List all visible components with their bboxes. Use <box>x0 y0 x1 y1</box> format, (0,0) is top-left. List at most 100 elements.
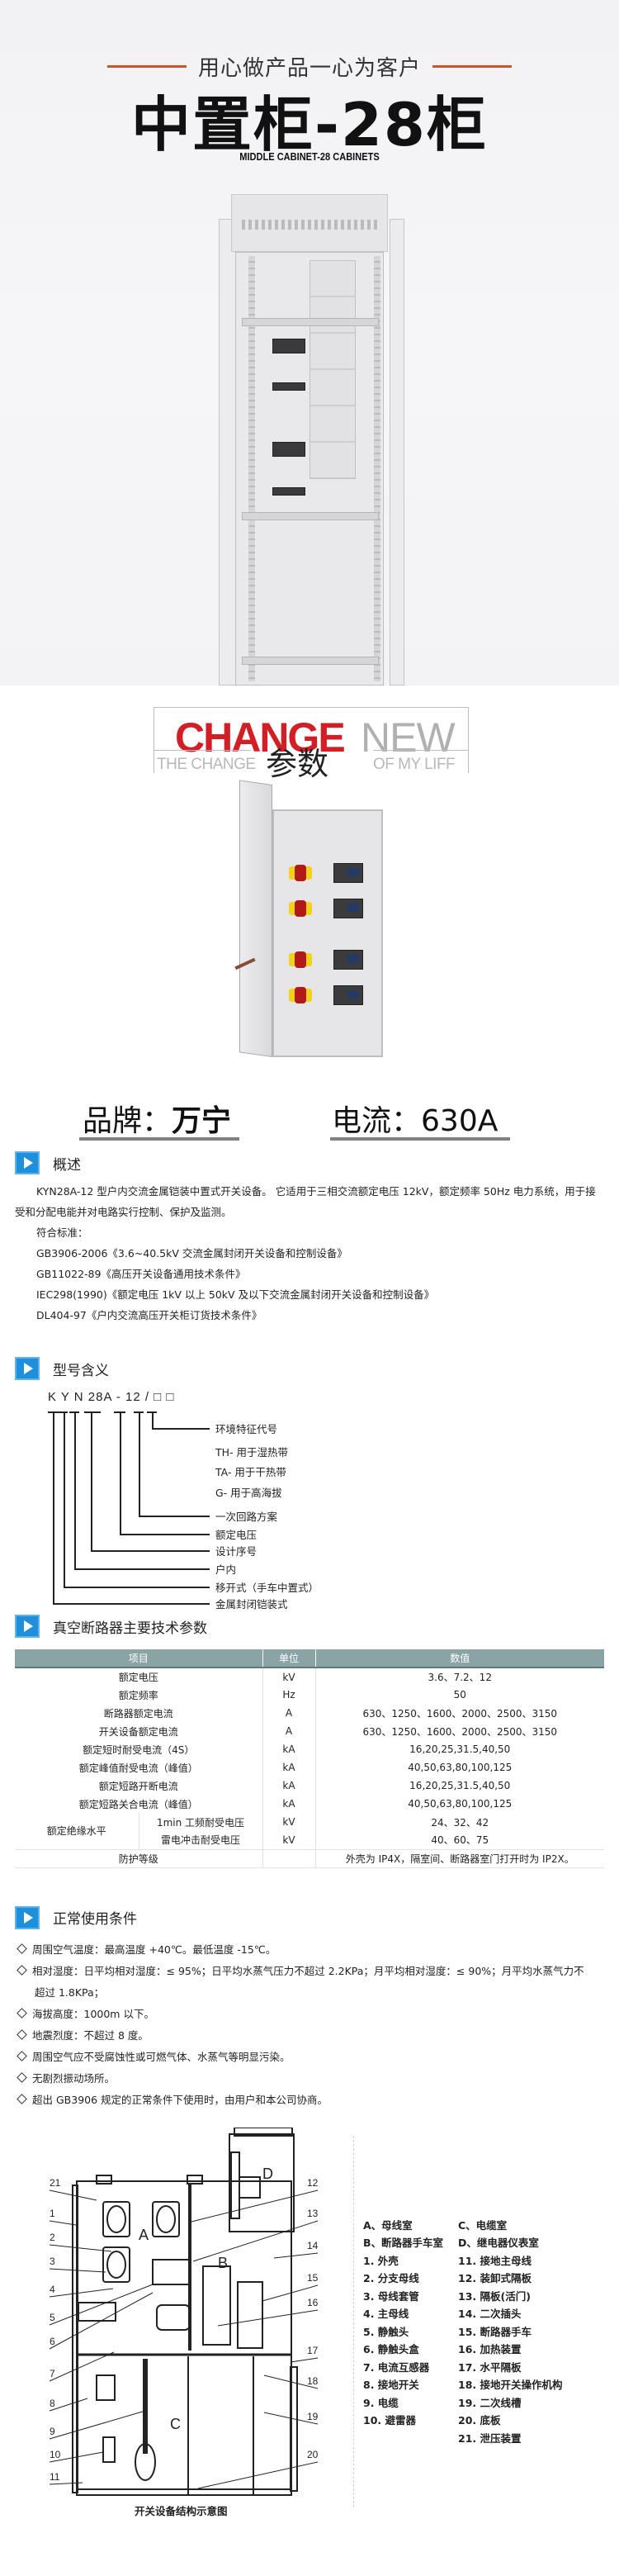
rotary-handle-icon <box>289 951 312 968</box>
condition-item: 超出 GB3906 规定的正常条件下使用时，由用户和本公司协商。 <box>15 2090 604 2111</box>
change-red-text: CHANGE <box>175 714 346 761</box>
product-subtitle: MIDDLE CABINET-28 CABINETS <box>239 150 380 163</box>
legend-item: 4. 主母线 <box>363 2308 409 2320</box>
model-label: 设计序号 <box>215 1545 258 1558</box>
svg-text:11: 11 <box>50 2471 60 2483</box>
cell-item: 额定短时耐受电流（4S） <box>15 1740 263 1758</box>
model-label: 金属封闭铠装式 <box>215 1598 288 1611</box>
svg-text:15: 15 <box>307 2272 319 2284</box>
compartment-A: A <box>139 2227 149 2243</box>
breaker-block <box>272 487 305 496</box>
cell-group: 额定绝缘水平 <box>15 1813 139 1849</box>
conditions-section: 正常使用条件 周围空气温度：最高温度 +40℃。最低温度 -15℃。 相对湿度：… <box>0 1905 619 2111</box>
hero-banner: 用心做产品一心为客户 中置柜-28柜 MIDDLE CABINET-28 CAB… <box>0 0 619 686</box>
legend-item: 20. 底板 <box>458 2414 501 2427</box>
structure-diagram: A B C D 21 1 2 3 4 5 6 7 8 9 10 11 12 13… <box>0 2127 619 2517</box>
change-frame <box>154 707 469 773</box>
play-arrow-icon <box>15 1615 40 1638</box>
column-header: 单位 <box>262 1649 316 1668</box>
brand-value: 万宁 <box>172 1104 232 1138</box>
section-header: 概述 <box>15 1150 604 1176</box>
switch-unit <box>289 863 371 885</box>
condition-text: 海拔高度：1000m 以下。 <box>32 2007 154 2020</box>
model-label: TA- 用于干热带 <box>215 1466 286 1478</box>
cell-value: 40,50,63,80,100,125 <box>408 1762 513 1773</box>
cell-value: 50 <box>453 1689 466 1701</box>
model-section: 型号含义 K Y N 28A - 12 / □ □ 环境特征代号 TH- 用于湿… <box>0 1355 619 1611</box>
diamond-bullet-icon <box>17 2071 27 2083</box>
legend-item: 11. 接地主母线 <box>458 2254 532 2267</box>
legend-item: 5. 静触头 <box>363 2325 409 2338</box>
svg-text:21: 21 <box>50 2177 61 2189</box>
legend-item: 12. 装卸式隔板 <box>458 2272 532 2284</box>
svg-text:20: 20 <box>307 2449 319 2460</box>
cell-unit <box>262 1849 316 1868</box>
cell-value: 630、1250、1600、2000、2500、3150 <box>362 1725 558 1738</box>
cell-value: 40,50,63,80,100,125 <box>408 1798 513 1810</box>
diamond-bullet-icon <box>17 2093 27 2104</box>
model-label: 额定电压 <box>215 1529 258 1541</box>
cell-unit: Hz <box>262 1686 316 1704</box>
slogan-divider-left <box>106 65 187 68</box>
cell-unit: A <box>262 1722 316 1740</box>
cell-unit: kV <box>262 1831 316 1849</box>
condition-text: 超出 GB3906 规定的正常条件下使用时，由用户和本公司协商。 <box>32 2093 328 2106</box>
svg-text:9: 9 <box>50 2426 55 2437</box>
meter-display <box>333 985 363 1005</box>
rotary-handle-icon <box>289 865 312 881</box>
legend-item: A、母线室 <box>363 2218 413 2232</box>
standard-item: IEC298(1990)《额定电压 1kV 以上 50kV 及以下交流金属封闭开… <box>36 1288 435 1301</box>
conditions-list: 周围空气温度：最高温度 +40℃。最低温度 -15℃。 相对湿度：日平均相对湿度… <box>15 1939 604 2111</box>
model-label: 一次回路方案 <box>215 1511 278 1523</box>
model-label: G- 用于高海拔 <box>215 1487 282 1499</box>
legend-column-left: A、母线室 B、断路器手车室 1. 外壳 2. 分支母线 3. 母线套管 4. … <box>363 2217 443 2430</box>
cell-value: 40、60、75 <box>431 1834 489 1847</box>
slogan-divider-right <box>432 65 512 68</box>
section-title: 正常使用条件 <box>53 1911 137 1928</box>
table-row: 防护等级外壳为 IP4X，隔室间、断路器室门打开时为 IP2X。 <box>15 1849 604 1868</box>
cabinet-rail <box>242 318 379 326</box>
column-header: 数值 <box>315 1649 604 1668</box>
cell-value: 外壳为 IP4X，隔室间、断路器室门打开时为 IP2X。 <box>315 1849 604 1868</box>
condition-text: 周围空气温度：最高温度 +40℃。最低温度 -15℃。 <box>32 1943 276 1956</box>
legend-item: 19. 二次线槽 <box>458 2396 522 2409</box>
rotary-handle-icon <box>289 987 312 1003</box>
rotary-handle-icon <box>289 900 312 917</box>
cabinet-top-box <box>231 194 388 252</box>
legend-item: C、电缆室 <box>458 2218 508 2232</box>
params-banner: CHANGE NEW THE CHANGE 参数 OF MY LIFF 品牌：万… <box>0 686 619 1148</box>
switch-unit <box>289 985 371 1007</box>
meter-display <box>333 950 363 970</box>
cell-item: 额定电压 <box>15 1668 263 1686</box>
standards-label: 符合标准： <box>36 1226 88 1239</box>
cell-unit: kA <box>262 1795 316 1813</box>
table-header-row: 项目 单位 数值 <box>15 1649 604 1668</box>
compartment-C: C <box>170 2416 181 2432</box>
column-header: 项目 <box>15 1649 263 1668</box>
current-value: 630A <box>421 1104 499 1138</box>
section-header: 正常使用条件 <box>15 1905 604 1931</box>
play-arrow-icon <box>15 1905 40 1929</box>
condition-item: 周围空气温度：最高温度 +40℃。最低温度 -15℃。 <box>15 1939 604 1961</box>
cell-unit: kA <box>262 1777 316 1795</box>
model-label: TH- 用于湿热带 <box>215 1446 289 1459</box>
svg-text:2: 2 <box>50 2232 55 2243</box>
switch-unit <box>289 899 371 920</box>
cell-item: 1min 工频耐受电压 <box>139 1813 263 1831</box>
play-arrow-icon <box>15 1357 40 1380</box>
diagram-divider <box>353 2135 354 2507</box>
cabinet-terminal-panel <box>310 260 356 479</box>
model-code-diagram: K Y N 28A - 12 / □ □ 环境特征代号 TH- 用于湿热带 TA… <box>15 1387 604 1611</box>
switchgear-structure-drawing: A B C D 21 1 2 3 4 5 6 7 8 9 10 11 12 13… <box>49 2127 319 2496</box>
svg-text:14: 14 <box>307 2240 319 2251</box>
brand-spec: 品牌：万宁 <box>83 1097 231 1140</box>
diamond-bullet-icon <box>17 1964 27 1976</box>
svg-text:5: 5 <box>50 2312 55 2323</box>
diagram-caption: 开关设备结构示意图 <box>135 2504 228 2517</box>
